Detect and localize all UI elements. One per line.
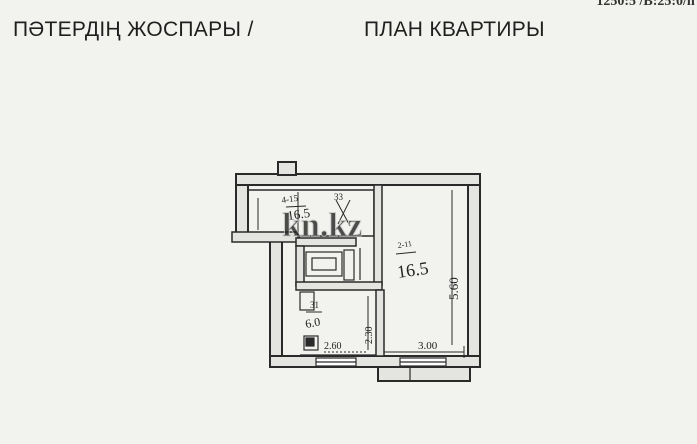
watermark: kn.kz <box>282 207 362 244</box>
room-labels: 4-15 33 16.5 2-11 16.5 5.60 3.00 31 6.0 … <box>281 192 461 352</box>
svg-text:2-11: 2-11 <box>397 239 412 250</box>
kitchen-area-label: 6.0 <box>304 315 321 331</box>
title-russian: ПЛАН КВАРТИРЫ <box>364 18 545 41</box>
windows <box>315 357 447 380</box>
kitchen <box>299 291 376 356</box>
living-width-label: 3.00 <box>418 340 438 352</box>
svg-text:33: 33 <box>334 192 344 202</box>
outer-walls <box>235 161 481 382</box>
svg-text:4-15: 4-15 <box>281 193 299 205</box>
document-code: 1250:5 /В:25:0/п <box>596 0 695 9</box>
living-length-label: 5.60 <box>446 277 461 300</box>
balcony-area-label: 16.5 <box>286 205 311 223</box>
partition-walls <box>295 184 385 357</box>
kitchen-length-label: 2.30 <box>364 327 375 345</box>
title-kazakh: ПӘТЕРДІҢ ЖОСПАРЫ / <box>13 18 254 41</box>
kitchen-width-label: 2.60 <box>324 341 342 352</box>
svg-text:31: 31 <box>310 300 319 310</box>
living-area-label: 16.5 <box>396 258 430 282</box>
bathroom <box>305 248 361 281</box>
dimension-lines <box>324 190 465 358</box>
